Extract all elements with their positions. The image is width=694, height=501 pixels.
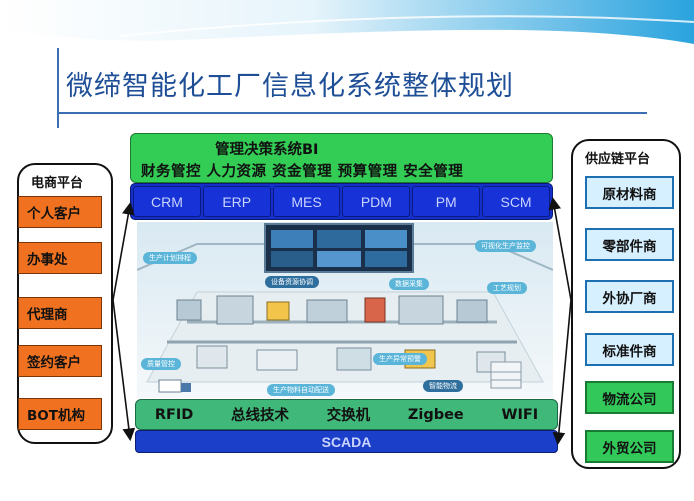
supplier-box-parts: 零部件商 <box>585 228 674 261</box>
customer-box-contract: 签约客户 <box>18 345 102 377</box>
tech-switch: 交换机 <box>326 408 371 424</box>
system-erp: ERP <box>202 186 271 217</box>
customer-box-bot: BOT机构 <box>18 398 102 430</box>
factory-tag-data-collection: 数据采集 <box>389 278 429 290</box>
system-crm: CRM <box>133 186 201 217</box>
systems-row: CRM ERP MES PDM PM SCM <box>130 183 553 220</box>
header-swoosh-decoration <box>0 0 694 44</box>
arrow-left-to-scada <box>112 299 136 442</box>
technology-row: RFID 总线技术 交换机 Zigbee WIFI <box>135 399 558 430</box>
supplier-box-standard-parts: 标准件商 <box>585 333 674 366</box>
system-pdm: PDM <box>342 186 411 217</box>
system-pm: PM <box>412 186 481 217</box>
tech-zigbee: Zigbee <box>407 406 464 423</box>
factory-tag-process: 工艺规划 <box>487 282 527 294</box>
factory-tag-equipment: 设备资源协调 <box>265 276 319 288</box>
bi-layer-title: 管理决策系统BI <box>215 142 319 158</box>
factory-tag-logistics: 智能物流 <box>423 380 463 392</box>
customer-box-agent: 代理商 <box>18 297 102 329</box>
factory-tag-quality: 质量管控 <box>141 358 181 370</box>
supplier-box-logistics: 物流公司 <box>585 381 674 414</box>
system-scm: SCM <box>482 186 550 217</box>
arrow-right-to-systems <box>548 196 572 301</box>
customer-box-individual: 个人客户 <box>18 196 102 228</box>
factory-illustration: 生产计划排程 设备资源协调 可视化生产监控 数据采集 工艺规划 质量管控 生产异… <box>136 222 554 398</box>
supplier-box-foreign-trade: 外贸公司 <box>585 430 674 463</box>
factory-tag-monitoring: 可视化生产监控 <box>475 240 536 252</box>
supplier-box-raw-material: 原材料商 <box>585 176 674 209</box>
bi-layer: 管理决策系统BI 财务管控 人力资源 资金管理 预算管理 安全管理 <box>130 133 553 183</box>
factory-tag-alert: 生产异常预警 <box>373 353 427 365</box>
customer-box-office: 办事处 <box>18 242 102 274</box>
tech-wifi: WIFI <box>501 406 539 423</box>
scada-layer: SCADA <box>135 430 558 453</box>
arrow-right-to-scada <box>552 299 572 446</box>
page-title: 微缔智能化工厂信息化系统整体规划 <box>66 71 514 102</box>
tech-fieldbus: 总线技术 <box>231 408 290 424</box>
title-rule-horizontal <box>57 112 647 114</box>
title-rule-vertical <box>57 48 59 128</box>
bi-layer-modules: 财务管控 人力资源 资金管理 预算管理 安全管理 <box>141 164 464 180</box>
tech-rfid: RFID <box>154 406 194 423</box>
system-mes: MES <box>272 186 341 217</box>
supply-chain-platform-title: 供应链平台 <box>585 152 651 167</box>
supplier-box-outsourcing: 外协厂商 <box>585 280 674 313</box>
arrow-left-to-systems <box>112 201 135 301</box>
factory-tag-material: 生产物料自动配送 <box>267 384 335 396</box>
ecommerce-platform-title: 电商平台 <box>31 176 84 191</box>
factory-tag-planning: 生产计划排程 <box>143 252 197 264</box>
factory-scene-image <box>136 222 554 398</box>
